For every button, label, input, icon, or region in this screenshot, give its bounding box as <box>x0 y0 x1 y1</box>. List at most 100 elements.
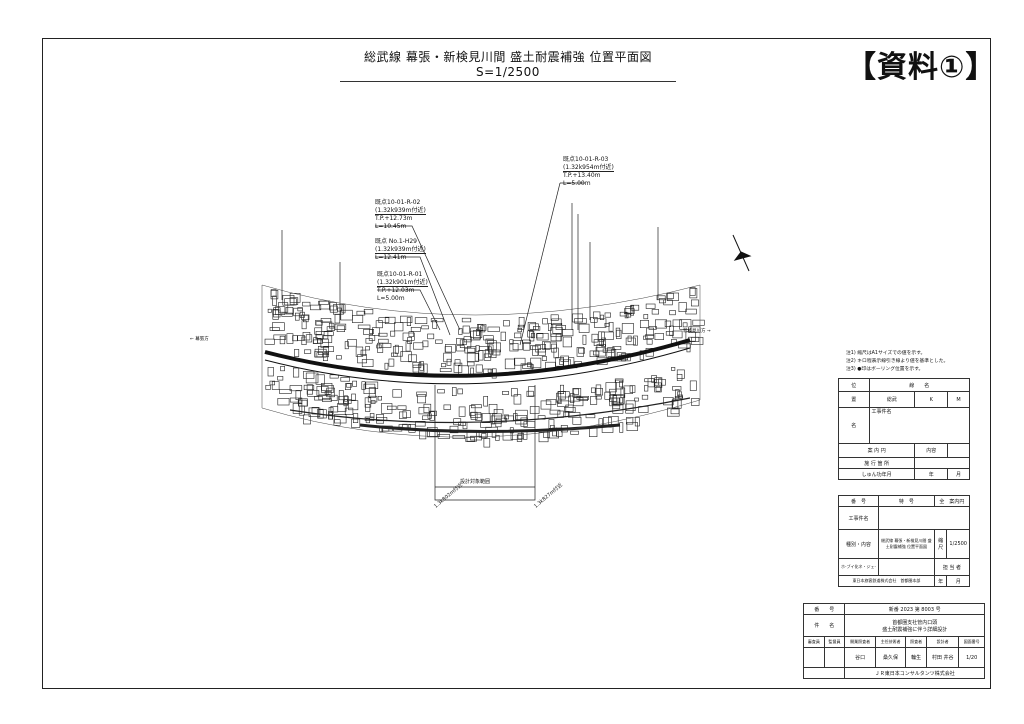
building <box>392 389 402 398</box>
building <box>384 316 396 325</box>
building <box>305 334 313 343</box>
callout-elevation: T.P.+13.40m <box>563 172 601 179</box>
building <box>322 335 333 343</box>
building <box>332 304 344 315</box>
building <box>513 357 526 366</box>
building <box>267 308 272 313</box>
cell: 月 <box>946 575 970 587</box>
building <box>527 330 534 338</box>
building <box>548 419 555 429</box>
building <box>329 302 337 311</box>
building <box>663 299 673 306</box>
building <box>417 363 428 374</box>
building <box>281 312 293 317</box>
callout-length: L=12.41m <box>375 254 407 261</box>
road <box>359 423 621 433</box>
building <box>286 333 294 344</box>
cell: 施 行 箇 所 <box>837 457 916 469</box>
building <box>651 309 659 315</box>
subject-line: 盛土耐震補強に伴う詳細設計 <box>882 626 948 633</box>
building <box>659 298 666 304</box>
building <box>658 378 663 386</box>
building <box>552 323 563 334</box>
building <box>437 389 445 394</box>
building <box>405 341 411 352</box>
building <box>510 388 518 397</box>
building <box>319 300 331 310</box>
building <box>440 363 447 368</box>
company-name: ＪＲ東日本コンサルタンツ株式会社 <box>844 667 985 679</box>
building <box>488 342 501 353</box>
building <box>601 331 614 340</box>
building <box>551 318 562 325</box>
building <box>608 321 614 332</box>
building <box>562 336 572 348</box>
building <box>361 359 374 367</box>
building <box>469 405 476 416</box>
building <box>264 338 275 345</box>
building <box>472 330 481 340</box>
building <box>678 302 687 312</box>
building <box>495 434 500 441</box>
building <box>444 346 452 353</box>
building <box>378 317 390 324</box>
cell: 縮尺 <box>933 529 948 559</box>
building <box>412 361 422 368</box>
building <box>435 339 443 344</box>
building <box>677 391 682 397</box>
building <box>556 392 562 403</box>
building <box>685 308 697 315</box>
building <box>483 438 491 448</box>
building <box>419 360 424 371</box>
building <box>654 333 664 340</box>
building <box>550 333 562 342</box>
building <box>429 410 437 417</box>
building <box>593 318 607 328</box>
building <box>509 339 514 345</box>
building <box>378 332 388 337</box>
building <box>481 433 487 439</box>
railway-track <box>264 338 691 378</box>
building <box>656 295 666 301</box>
building <box>520 417 528 427</box>
building <box>369 413 375 418</box>
building <box>619 381 623 388</box>
building <box>514 332 522 339</box>
buildings-layer <box>264 287 705 448</box>
value-cell <box>803 647 825 668</box>
building <box>365 346 370 351</box>
building <box>457 388 463 395</box>
header-cell: 監督員 <box>823 636 846 648</box>
building <box>487 368 493 373</box>
building <box>347 339 357 347</box>
building <box>532 345 539 356</box>
building <box>328 322 335 329</box>
building <box>572 416 582 425</box>
building <box>470 327 483 338</box>
building <box>517 327 522 333</box>
building <box>297 307 303 312</box>
building <box>427 413 432 419</box>
building <box>344 341 349 350</box>
cell: 総武線 幕張・新検見川間 盛土耐震補強 位置平面図 <box>877 529 935 559</box>
building <box>466 361 475 367</box>
cell: 年 <box>933 575 948 587</box>
header-cell: 審査員 <box>803 636 825 648</box>
cell: 件 名 <box>802 614 846 637</box>
subject-line: 首都圏支社管内口頭 <box>892 619 938 626</box>
building <box>272 295 277 306</box>
building <box>549 409 561 415</box>
building <box>279 335 286 345</box>
building <box>342 399 352 404</box>
building <box>689 287 696 296</box>
building <box>430 318 444 323</box>
building <box>691 398 700 406</box>
building <box>669 310 676 316</box>
building <box>500 331 506 342</box>
building <box>513 394 522 405</box>
building <box>671 399 679 410</box>
building <box>397 405 407 410</box>
building <box>292 335 299 342</box>
